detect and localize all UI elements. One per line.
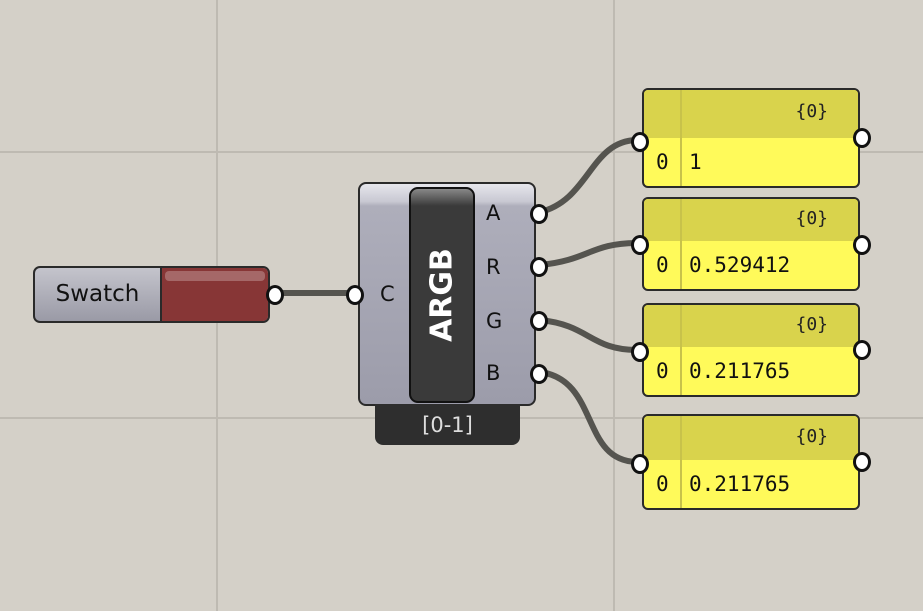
panel-g-output-port[interactable]: [853, 340, 871, 360]
panel-index: 0: [656, 472, 669, 496]
swatch-output-port[interactable]: [266, 285, 284, 305]
panel-index: 0: [656, 150, 669, 174]
output-port-b[interactable]: [530, 364, 548, 384]
wire-r: [539, 240, 639, 268]
swatch-label: Swatch: [35, 268, 162, 321]
output-r-label: R: [486, 255, 501, 279]
panel-path: {0}: [644, 305, 858, 347]
panel-b[interactable]: {0} 0 0.211765: [642, 414, 860, 510]
input-port-c[interactable]: [346, 285, 364, 305]
panel-value: 0.529412: [689, 253, 791, 277]
wire-a: [539, 137, 639, 215]
panel-r[interactable]: {0} 0 0.529412: [642, 197, 860, 291]
swatch-component[interactable]: Swatch: [33, 266, 270, 323]
component-footer: [0-1]: [375, 404, 520, 445]
output-port-a[interactable]: [530, 204, 548, 224]
panel-a-output-port[interactable]: [853, 128, 871, 148]
output-a-label: A: [486, 201, 501, 225]
output-port-r[interactable]: [530, 257, 548, 277]
grid-line: [613, 0, 615, 611]
panel-value: 0.211765: [689, 472, 791, 496]
panel-g[interactable]: {0} 0 0.211765: [642, 303, 860, 397]
output-g-label: G: [486, 309, 503, 333]
panel-r-input-port[interactable]: [631, 235, 649, 255]
panel-b-output-port[interactable]: [853, 452, 871, 472]
wire-b: [539, 369, 639, 465]
component-name: ARGB: [424, 248, 460, 342]
output-b-label: B: [486, 361, 501, 385]
panel-r-output-port[interactable]: [853, 235, 871, 255]
wire-g: [539, 317, 639, 353]
panel-b-input-port[interactable]: [631, 454, 649, 474]
grid-line: [0, 151, 923, 153]
panel-index: 0: [656, 253, 669, 277]
panel-g-input-port[interactable]: [631, 342, 649, 362]
panel-path: {0}: [644, 416, 858, 460]
component-name-block: ARGB: [409, 187, 475, 403]
output-port-g[interactable]: [530, 311, 548, 331]
swatch-color[interactable]: [162, 268, 268, 321]
panel-value: 1: [689, 150, 702, 174]
panel-path: {0}: [644, 90, 858, 138]
panel-index: 0: [656, 359, 669, 383]
panel-value: 0.211765: [689, 359, 791, 383]
input-c-label: C: [380, 282, 395, 306]
panel-path: {0}: [644, 199, 858, 241]
panel-a-input-port[interactable]: [631, 132, 649, 152]
argb-component[interactable]: ARGB C A R G B: [358, 182, 536, 406]
